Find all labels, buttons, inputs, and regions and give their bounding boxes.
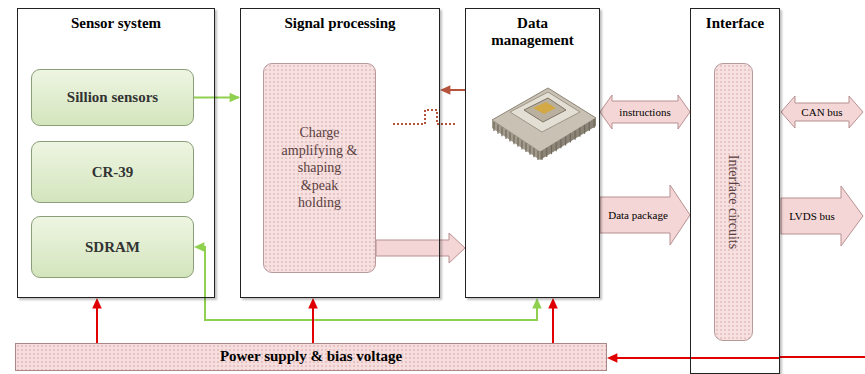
connector <box>607 353 780 363</box>
memory-box: SDRAM <box>31 216 194 278</box>
connector <box>548 298 558 343</box>
connector <box>92 298 102 343</box>
system-box: Data management <box>465 8 600 298</box>
block-arrow <box>600 185 690 245</box>
box-title: Interface <box>706 15 764 32</box>
bus-label: LVDS bus <box>789 210 835 222</box>
connector <box>308 298 318 343</box>
box-label: Interface circuits <box>726 155 742 249</box>
system-box: InterfaceInterface circuits <box>690 8 780 374</box>
edge-label: Data package <box>608 209 668 221</box>
connector <box>440 85 465 95</box>
process-box: Interface circuits <box>714 63 753 341</box>
power-input-line <box>780 356 865 358</box>
box-title: Signal processing <box>285 15 396 32</box>
process-box: Charge amplifying & shaping &peak holdin… <box>263 63 376 273</box>
block-arrow <box>600 95 690 129</box>
can-bus-arrow <box>781 96 863 128</box>
sensor-box: Sillion sensors <box>31 69 194 126</box>
system-box: Sensor systemSillion sensorsCR-39SDRAM <box>17 8 215 298</box>
box-label: CR-39 <box>92 164 134 181</box>
box-label: Charge amplifying & shaping &peak holdin… <box>278 124 361 212</box>
box-title: Sensor system <box>71 15 161 32</box>
pulse-signal <box>393 110 455 124</box>
system-box: Signal processingCharge amplifying & sha… <box>240 8 440 298</box>
bus-label: CAN bus <box>801 106 842 118</box>
lvds-bus-arrow <box>781 186 863 246</box>
block-arrow <box>376 233 465 263</box>
box-title: Power supply & bias voltage <box>220 348 402 365</box>
sensor-box: CR-39 <box>31 141 194 203</box>
box-label: Sillion sensors <box>67 89 158 106</box>
chip-illustration <box>492 88 596 160</box>
edge-label: instructions <box>619 106 670 118</box>
box-title: Data management <box>483 15 583 50</box>
connector <box>194 93 240 103</box>
power-band: Power supply & bias voltage <box>15 343 607 371</box>
box-label: SDRAM <box>85 239 140 256</box>
